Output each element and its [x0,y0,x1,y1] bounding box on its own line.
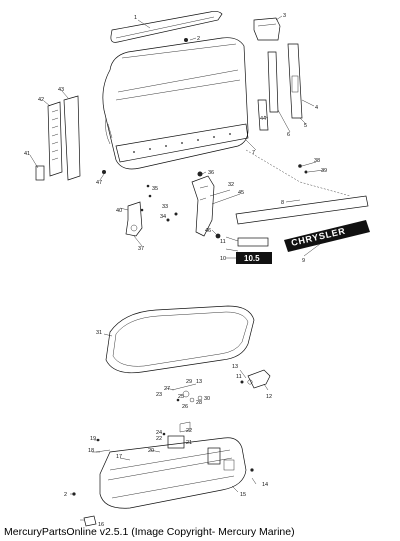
upper-cowl-assembly: CHRYSLER 10.5 [24,10,370,264]
lower-cowl-pan [99,437,247,509]
callout-upper-47: 47 [96,180,102,186]
side-strip-5 [267,51,279,113]
callout-upper-4: 4 [315,105,318,111]
callout-upper-8: 8 [281,200,284,206]
callout-upper-39: 39 [321,168,327,174]
callout-upper-37: 37 [138,246,144,252]
band-rivets [133,133,231,153]
callout-lower-28: 28 [196,400,202,406]
top-trim-handle [110,10,223,43]
callout-lower-13b: 13 [196,379,202,385]
callout-upper-41: 41 [24,151,30,157]
callout-upper-6: 6 [287,132,290,138]
hp-decal-text: 10.5 [244,254,260,263]
cowl-seal-31 [105,305,255,374]
callout-upper-2: 2 [197,36,200,42]
latch-hook-37 [125,201,143,237]
callout-upper-10: 10 [220,256,226,262]
callout-lower-31: 31 [96,330,102,336]
side-trim-4 [287,43,303,119]
hardware-lower [72,398,254,496]
callout-upper-32: 32 [228,182,234,188]
callout-upper-35: 35 [152,186,158,192]
callout-lower-21: 21 [186,440,192,446]
callout-upper-43: 43 [58,87,64,93]
callout-lower-25: 25 [178,394,184,400]
callout-upper-44: 44 [260,116,266,122]
callout-lower-29: 29 [186,379,192,385]
callout-lower-23: 23 [156,392,162,398]
callout-upper-11: 11 [220,239,226,245]
callout-lower-15: 15 [240,492,246,498]
callout-lower-24: 24 [156,430,162,436]
callout-upper-5: 5 [304,123,307,129]
callout-upper-46: 46 [205,228,211,234]
callout-upper-1: 1 [134,15,137,21]
callout-lower-18: 18 [88,448,94,454]
bracket-16 [83,515,97,527]
callout-lower-22b: 22 [186,428,192,434]
callout-lower-14: 14 [262,482,268,488]
callout-lower-12: 12 [266,394,272,400]
bracket-3 [253,17,281,41]
callout-lower-19: 19 [90,436,96,442]
callout-upper-33: 33 [162,204,168,210]
leader-lines-upper [29,15,325,259]
callout-upper-42: 42 [38,97,44,103]
callout-upper-9: 9 [302,258,305,264]
brand-decal-text: CHRYSLER [290,226,346,248]
callout-upper-38: 38 [314,158,320,164]
leader-lines-lower [70,333,269,521]
callout-lower-27: 27 [164,386,170,392]
callout-lower-16: 16 [98,522,104,528]
callout-lower-20: 20 [148,448,154,454]
latch-lever-12 [247,369,271,389]
side-strip-6 [257,99,269,131]
callout-upper-45: 45 [238,190,244,196]
left-panel-43 [63,95,81,181]
callout-upper-36: 36 [208,170,214,176]
left-panel-42 [47,101,63,177]
callout-lower-2: 2 [64,492,67,498]
callout-lower-13: 13 [232,364,238,370]
plate-11 [237,237,269,247]
image-caption: MercuryPartsOnline v2.5.1 (Image Copyrig… [4,526,295,538]
callout-lower-11: 11 [236,374,242,380]
lower-trim-8 [235,195,369,225]
callout-upper-34: 34 [160,214,166,220]
pan-insert-10 [207,447,221,465]
upper-cowl-body [102,37,249,170]
callout-upper-7: 7 [252,150,255,156]
lower-callout-labels: 31 13 11 12 29 13 27 23 25 30 28 26 24 2… [64,330,272,528]
callout-upper-40: 40 [116,208,122,214]
lower-cowl-assembly: 31 13 11 12 29 13 27 23 25 30 28 26 24 2… [64,305,272,528]
callout-lower-26: 26 [182,404,188,410]
callout-upper-3: 3 [283,13,286,19]
upper-callout-labels: 1 2 3 4 5 6 7 8 9 10 11 38 39 42 43 41 4… [24,13,327,264]
latch-41 [35,165,45,181]
callout-lower-22: 22 [156,436,162,442]
callout-lower-30: 30 [204,396,210,402]
pan-insert-21 [167,435,185,449]
hardware-upper [102,38,308,239]
hp-decal: 10.5 [236,252,272,264]
brand-decal: CHRYSLER [284,220,370,252]
callout-lower-17: 17 [116,454,122,460]
latch-mechanism [191,175,215,237]
